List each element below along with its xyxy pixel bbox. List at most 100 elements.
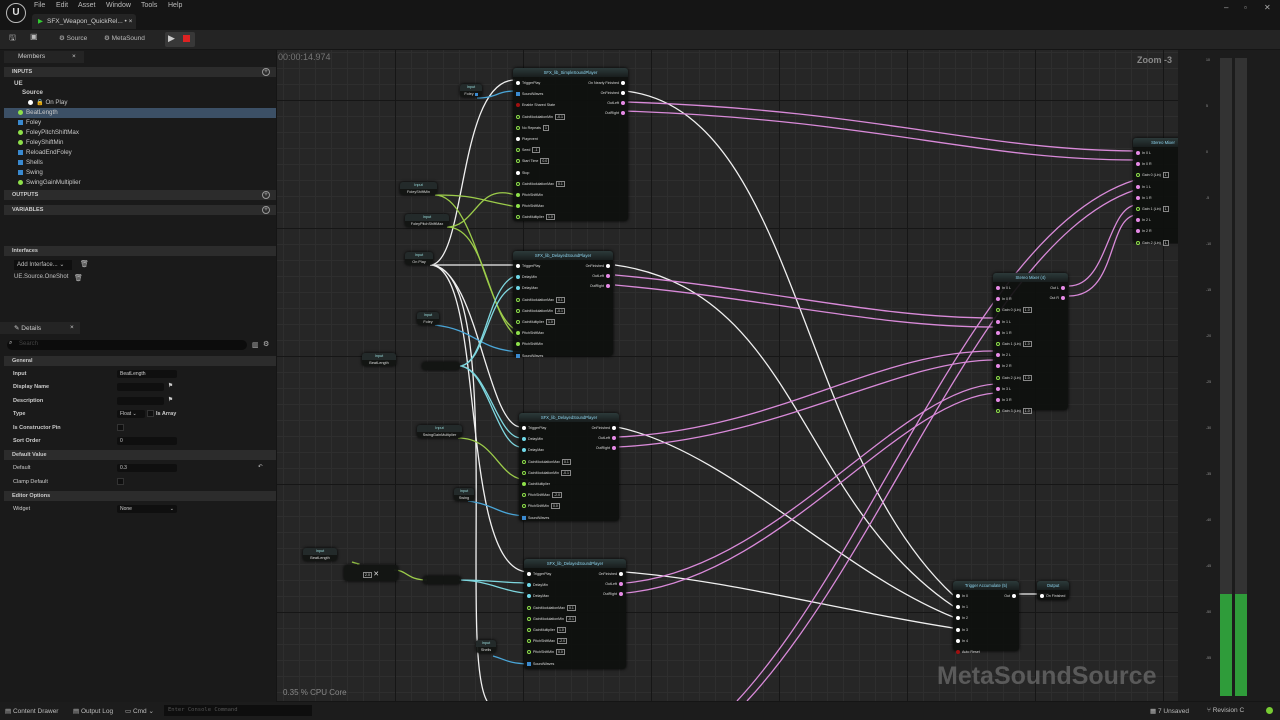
member-shells[interactable]: Shells <box>4 158 276 168</box>
cmd-dropdown[interactable]: ▭ Cmd ⌄ <box>125 708 154 715</box>
members-tab[interactable]: Members× <box>4 51 84 63</box>
editor-options-section[interactable]: Editor Options <box>4 491 276 501</box>
output-pin[interactable]: OutRight <box>603 591 623 597</box>
play-button[interactable]: ▶ <box>168 33 175 43</box>
default-value-section[interactable]: Default Value <box>4 450 276 460</box>
input-pin[interactable]: In 4 <box>956 638 968 644</box>
member-swing[interactable]: Swing <box>4 168 276 178</box>
save-icon[interactable]: 🖫 <box>9 33 16 42</box>
columns-icon[interactable]: ▥ <box>252 342 259 349</box>
input-name-field[interactable]: BeatLength <box>117 370 177 378</box>
menu-asset[interactable]: Asset <box>78 2 96 9</box>
variables-section[interactable]: VARIABLES+ <box>4 205 276 215</box>
input-pin[interactable]: Seed-1 <box>516 147 540 154</box>
input-pin[interactable]: PitchShiftMin <box>516 341 543 347</box>
metasound-button[interactable]: ⚙ MetaSound <box>104 35 145 42</box>
type-dropdown[interactable]: Float ⌄ <box>117 410 145 418</box>
input-pin[interactable]: Gain 1 (Lin)1 <box>1136 206 1169 212</box>
output-pin[interactable]: OutRight <box>590 283 610 289</box>
stop-button[interactable] <box>183 35 190 42</box>
tree-ue[interactable]: UE <box>14 80 23 87</box>
input-pin[interactable]: DelayMin <box>516 274 537 280</box>
input-pin[interactable]: Auto Reset <box>956 649 980 655</box>
description-field[interactable] <box>117 397 164 405</box>
is-array-checkbox[interactable] <box>147 410 154 417</box>
input-pin[interactable]: GainModulationMin-0.1 <box>516 307 565 314</box>
close-window-button[interactable]: ✕ <box>1264 3 1271 12</box>
input-pin[interactable]: In 0 L <box>1136 150 1151 156</box>
unreal-logo-icon[interactable]: U <box>6 3 26 23</box>
output-log-button[interactable]: ▤ Output Log <box>73 708 114 715</box>
maximize-button[interactable]: ▫ <box>1244 3 1247 12</box>
input-pin[interactable]: Gain 1 (Lin)1.0 <box>996 341 1032 347</box>
clamp-default-checkbox[interactable] <box>117 478 124 485</box>
input-pin[interactable]: In 0 R <box>996 296 1012 302</box>
output-pin[interactable]: OutLeft <box>592 273 610 279</box>
input-pin[interactable]: PitchShiftMin <box>516 192 543 198</box>
console-input[interactable]: Enter Console Command <box>164 705 312 716</box>
settings-icon[interactable]: ⚙ <box>263 341 270 348</box>
minimize-button[interactable]: – <box>1224 3 1229 12</box>
input-pin[interactable]: GainModulationMin-0.1 <box>527 615 576 622</box>
input-pin[interactable]: In 2 R <box>996 363 1012 369</box>
input-pin[interactable]: In 1 R <box>996 330 1012 336</box>
unsaved-button[interactable]: ▦ 7 Unsaved <box>1150 708 1190 715</box>
input-pin[interactable]: GainModulationMin-0.1 <box>516 113 565 120</box>
is-constructor-checkbox[interactable] <box>117 424 124 431</box>
tree-on-play[interactable]: 🔒 On Play <box>4 97 276 107</box>
add-variable-icon[interactable]: + <box>262 206 270 214</box>
input-pin[interactable]: Playevent <box>516 136 538 142</box>
menu-tools[interactable]: Tools <box>141 2 158 9</box>
details-search-input[interactable]: ⌕Search <box>7 340 247 350</box>
input-pin[interactable]: DelayMin <box>522 436 543 442</box>
member-swinggainmultiplier[interactable]: SwingGainMultiplier <box>4 178 276 188</box>
input-pin[interactable]: PitchShiftMax-2.0 <box>522 492 563 499</box>
input-pin[interactable]: DelayMin <box>527 582 548 588</box>
reroute-node[interactable] <box>423 576 461 584</box>
add-input-icon[interactable]: + <box>262 68 270 76</box>
close-icon[interactable]: × <box>70 324 74 331</box>
input-pin[interactable]: In 0 L <box>996 285 1011 291</box>
input-pin[interactable]: PitchShiftMax <box>516 203 544 209</box>
input-pin[interactable]: In 3 R <box>996 397 1012 403</box>
menu-edit[interactable]: Edit <box>56 2 69 9</box>
input-pin[interactable]: GainMultiplier <box>522 481 550 487</box>
input-pin[interactable]: In 0 R <box>1136 161 1152 167</box>
input-pin[interactable]: TriggerPlay <box>516 80 540 86</box>
input-pin[interactable]: In 0 <box>956 593 968 599</box>
input-pin[interactable]: TriggerPlay <box>522 425 546 431</box>
source-button[interactable]: ⚙ Source <box>59 35 88 42</box>
input-pin[interactable]: In 1 L <box>996 319 1011 325</box>
input-pin[interactable]: Gain 2 (Lin)1.0 <box>996 374 1032 381</box>
output-pin[interactable]: OnFinished <box>586 263 610 269</box>
input-pin[interactable]: SoundWaves <box>516 91 543 97</box>
input-pin[interactable]: TriggerPlay <box>527 571 551 577</box>
input-pin[interactable]: SoundWaves <box>527 661 554 667</box>
input-pin[interactable]: TriggerPlay <box>516 263 540 269</box>
tree-source[interactable]: Source <box>22 89 43 96</box>
input-pin[interactable]: Gain 0 (Lin)1 <box>1136 172 1169 179</box>
multiply-node[interactable]: 2.0 ✕ <box>344 565 398 581</box>
display-name-field[interactable] <box>117 383 164 391</box>
